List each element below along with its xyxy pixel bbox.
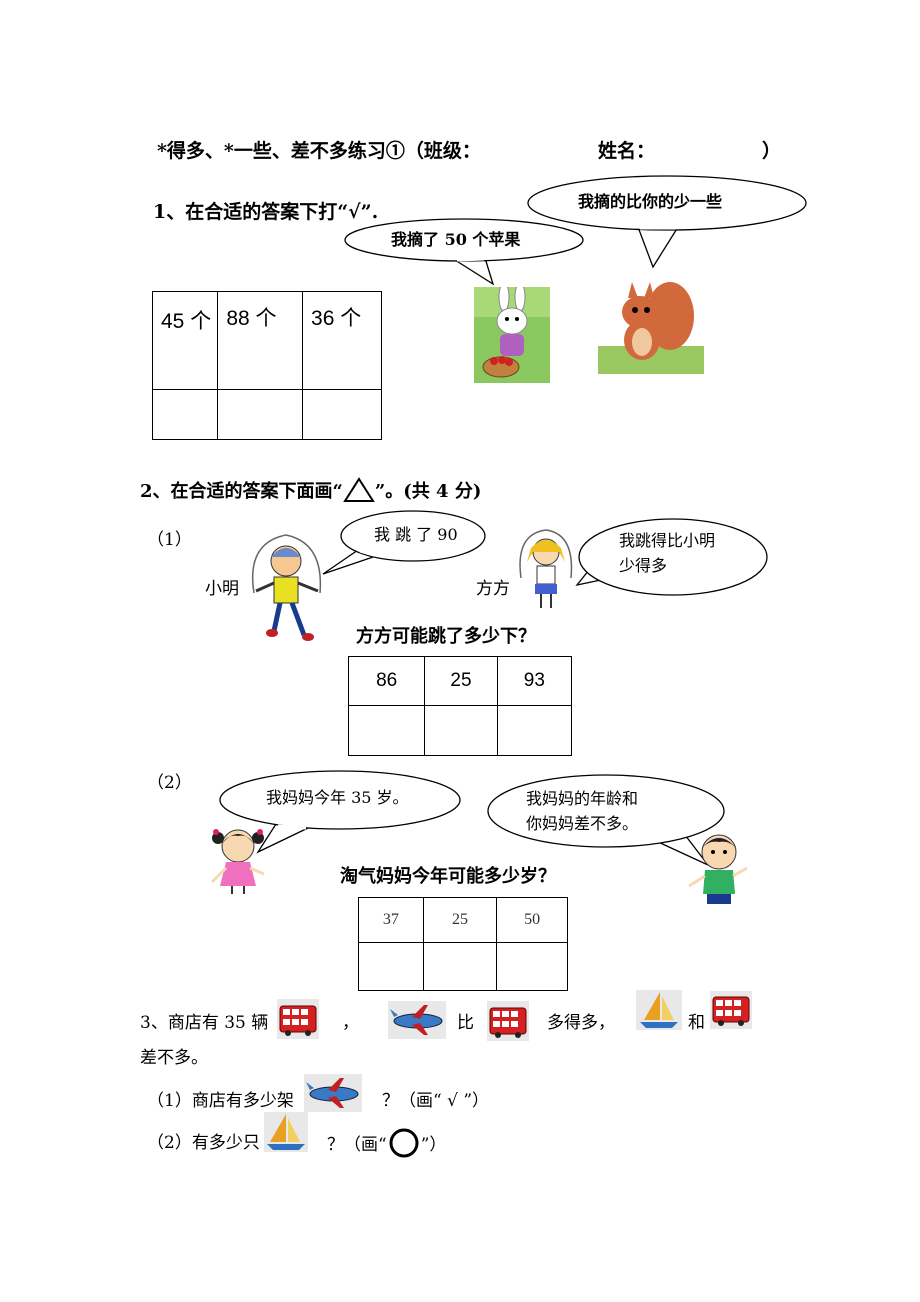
- q3-comma: ，: [342, 1013, 359, 1033]
- name-xiaoming: 小明: [205, 579, 239, 599]
- bus-icon: [277, 999, 319, 1039]
- bubble-shape: [527, 175, 807, 269]
- squirrel-picture: [598, 282, 704, 374]
- page-title: *得多、*一些、差不多练习①（班级：: [157, 136, 481, 163]
- q3-sub1-label: （1）商店有多少架: [147, 1091, 294, 1111]
- q1-answer-table: 45 个 88 个 36 个: [151, 291, 382, 440]
- q2-part2-option-cell: 50: [496, 897, 568, 943]
- bubble-shape: [322, 510, 486, 575]
- q2-part1-label: （1）: [147, 530, 192, 550]
- boy-picture: [688, 834, 748, 904]
- speech-bubble-xiaoming: 我 跳 了 90: [318, 510, 488, 580]
- q1-option-cell: 45 个: [151, 291, 219, 390]
- bubble-xiaoming-text: 我 跳 了 90: [374, 525, 458, 544]
- q2-part2-answer-table: 37 25 50: [358, 897, 568, 991]
- q1-prompt: 1、在合适的答案下打“√”.: [153, 201, 379, 223]
- q1-option-cell: 36 个: [302, 291, 382, 390]
- q1-answer-cell[interactable]: [217, 389, 304, 440]
- q2-part1-option-cell: 93: [496, 656, 573, 706]
- q3-sub1-tail: ？（画“ √ ”）: [382, 1091, 490, 1111]
- girl-picture: [210, 829, 265, 894]
- circle-icon: [389, 1128, 419, 1158]
- speech-bubble-fangfang: 我跳得比小明 少得多: [575, 517, 770, 597]
- airplane-icon: [304, 1074, 362, 1112]
- bubble-fangfang-line1: 我跳得比小明: [619, 531, 716, 550]
- girl-jump-rope-picture: [519, 529, 573, 608]
- q2-part1-answer-cell[interactable]: [496, 705, 573, 756]
- q3-sub2-tail-post: ”）: [420, 1135, 447, 1155]
- airplane-icon: [388, 1001, 446, 1039]
- boy-jump-rope-picture: [251, 534, 322, 641]
- q2-part2-question: 淘气妈妈今年可能多少岁？: [340, 866, 556, 887]
- rabbit-picture: [474, 287, 550, 383]
- name-label: 姓名：: [598, 140, 656, 162]
- sailboat-icon: [636, 990, 682, 1030]
- q2-part2-answer-cell[interactable]: [358, 942, 424, 991]
- q2-part1-answer-cell[interactable]: [347, 705, 426, 756]
- bubble-boy2-line2: 你妈妈差不多。: [526, 814, 639, 833]
- q1-option-cell: 88 个: [217, 291, 304, 390]
- q2-part1-option-cell: 25: [424, 656, 498, 706]
- speech-bubble-girl2: 我妈妈今年 35 岁。: [218, 770, 463, 855]
- bubble-shape: [219, 770, 461, 854]
- q3-and: 和: [688, 1013, 705, 1033]
- q3-bi: 比: [457, 1013, 474, 1033]
- title-main: *得多、*一些、差不多练习①（班级：: [157, 140, 481, 162]
- bubble-shape: [575, 518, 768, 596]
- bubble-boy2-line1: 我妈妈的年龄和: [526, 789, 639, 808]
- q2-part2-option-cell: 25: [422, 897, 498, 943]
- bus-icon: [710, 991, 752, 1029]
- q2-part1-answer-table: 86 25 93: [347, 656, 573, 756]
- q2-part2-answer-cell[interactable]: [496, 942, 568, 991]
- q3-sub2-tail-pre: ？（画“: [327, 1135, 387, 1155]
- q2-part1-question: 方方可能跳了多少下？: [356, 626, 536, 647]
- bubble-rabbit-text: 我摘了 50 个苹果: [391, 230, 521, 249]
- triangle-icon: [343, 477, 375, 502]
- q2-prompt-pre: 2、在合适的答案下面画“: [140, 481, 343, 502]
- q2-part2-option-cell: 37: [358, 897, 424, 943]
- bubble-shape: [487, 774, 725, 866]
- speech-bubble-rabbit: 我摘了 50 个苹果: [344, 218, 585, 288]
- sailboat-icon: [264, 1112, 308, 1152]
- q1-answer-cell[interactable]: [151, 389, 219, 440]
- bus-icon: [487, 1001, 529, 1041]
- bubble-squirrel-text: 我摘的比你的少一些: [578, 192, 723, 211]
- q2-part2-label: （2）: [147, 773, 192, 793]
- bubble-girl2-text: 我妈妈今年 35 岁。: [266, 788, 409, 807]
- q3-sub2-tail: ？（画“ ”）: [327, 1128, 446, 1158]
- speech-bubble-boy2: 我妈妈的年龄和 你妈妈差不多。: [486, 773, 726, 868]
- bubble-shape: [344, 218, 584, 286]
- q2-prompt-post: ”。(共 4 分): [374, 481, 482, 502]
- name-fangfang: 方方: [476, 579, 510, 599]
- q2-prompt: 2、在合适的答案下面画“ ”。(共 4 分): [140, 477, 481, 503]
- q3-line1-start: 3、商店有 35 辆: [140, 1013, 269, 1033]
- q2-part1-option-cell: 86: [347, 656, 426, 706]
- bubble-fangfang-line2: 少得多: [619, 556, 668, 575]
- title-close-paren: ）: [762, 140, 782, 162]
- q1-answer-cell[interactable]: [302, 389, 382, 440]
- q3-more: 多得多，: [547, 1013, 615, 1033]
- q2-part2-answer-cell[interactable]: [422, 942, 498, 991]
- q3-line2: 差不多。: [140, 1048, 208, 1068]
- q3-sub2-label: （2）有多少只: [147, 1133, 260, 1153]
- q2-part1-answer-cell[interactable]: [424, 705, 498, 756]
- speech-bubble-squirrel: 我摘的比你的少一些: [527, 175, 808, 270]
